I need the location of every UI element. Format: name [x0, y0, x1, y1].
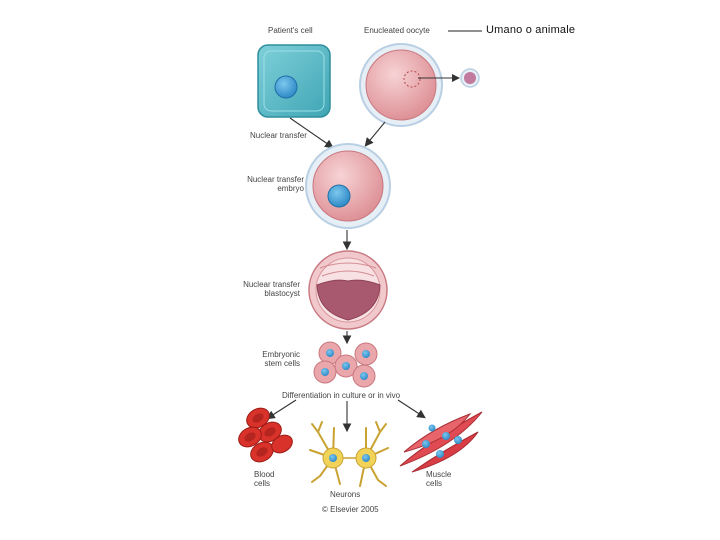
- label-nt-blastocyst-line1: Nuclear transfer: [243, 280, 300, 289]
- patient-cell: [257, 44, 331, 118]
- label-nt-embryo: Nuclear transfer embryo: [232, 175, 304, 193]
- label-es-cells-line1: Embryonic: [262, 350, 300, 359]
- nuclear-transfer-blastocyst: [308, 250, 388, 330]
- arrow-cell-to-embryo: [289, 117, 334, 149]
- neuron-bodies: [322, 447, 377, 469]
- enucleated-oocyte: [359, 43, 443, 127]
- annotation-umano-o-animale: Umano o animale: [486, 24, 576, 36]
- label-neurons: Neurons: [330, 490, 361, 499]
- muscle-cells: [399, 411, 483, 473]
- label-nt-blastocyst-line2: blastocyst: [264, 289, 300, 298]
- arrow-oocyte-to-embryo: [364, 121, 386, 147]
- neurons: [309, 421, 389, 487]
- label-es-cells: Embryonic stem cells: [242, 350, 300, 368]
- arrow-to-muscle: [397, 399, 426, 419]
- arrow-to-blood: [266, 399, 297, 420]
- label-enucleated-oocyte: Enucleated oocyte: [364, 26, 430, 35]
- label-muscle-cells-line2: cells: [426, 479, 443, 488]
- label-blood-cells-line1: Blood: [254, 470, 275, 479]
- blood-cells: [238, 407, 293, 463]
- label-muscle-cells: Muscle cells: [426, 470, 451, 488]
- removed-nucleus: [460, 68, 480, 88]
- label-blood-cells: Blood cells: [254, 470, 274, 488]
- copyright-text: © Elsevier 2005: [322, 505, 379, 514]
- label-es-cells-line2: stem cells: [264, 359, 300, 368]
- label-nt-embryo-line1: Nuclear transfer: [247, 175, 304, 184]
- label-patient-cell: Patient's cell: [268, 26, 313, 35]
- nuclear-transfer-embryo: [305, 143, 391, 229]
- embryonic-stem-cells: [313, 341, 378, 388]
- label-differentiation: Differentiation in culture or in vivo: [282, 391, 401, 400]
- label-muscle-cells-line1: Muscle: [426, 470, 452, 479]
- label-nuclear-transfer: Nuclear transfer: [250, 131, 307, 140]
- label-nt-embryo-line2: embryo: [277, 184, 304, 193]
- label-nt-blastocyst: Nuclear transfer blastocyst: [228, 280, 300, 298]
- label-blood-cells-line2: cells: [254, 479, 271, 488]
